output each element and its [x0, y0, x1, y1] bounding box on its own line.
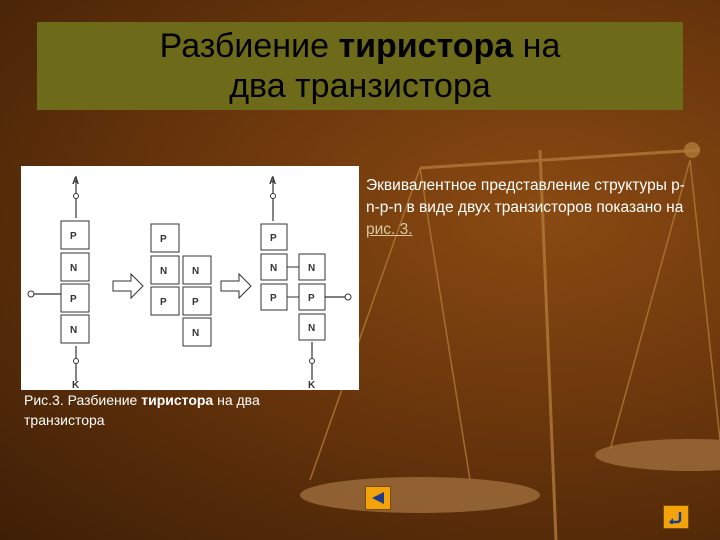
title-line-1: Разбиение тиристора на — [159, 27, 561, 65]
cathode-label-right: K — [308, 380, 316, 390]
cathode-label-left: K — [72, 380, 80, 390]
return-arrow-icon — [669, 512, 682, 524]
title-line-2: два транзистора — [229, 67, 491, 105]
triangle-left-icon — [372, 492, 384, 504]
layer-left-2: N — [70, 263, 77, 274]
return-button[interactable] — [663, 505, 689, 529]
split-structure: P N P N P N — [150, 223, 212, 347]
figure-link[interactable]: рис. 3. — [366, 221, 413, 238]
anode-label-right: A — [269, 176, 276, 187]
layer-right-b-1: N — [308, 263, 315, 274]
layer-mid-b-1: N — [192, 266, 199, 277]
layer-mid-a-2: N — [160, 266, 167, 277]
layer-right-b-2: P — [308, 293, 315, 304]
layer-right-a-1: P — [270, 233, 277, 244]
layer-right-a-2: N — [270, 263, 277, 274]
layer-mid-a-1: P — [160, 234, 167, 245]
title-banner: Разбиение тиристора на два транзистора — [37, 22, 683, 110]
prev-slide-button[interactable] — [365, 486, 391, 510]
layer-left-4: N — [70, 325, 77, 336]
layer-left-3: P — [70, 294, 77, 305]
description-text: Эквивалентное представление структуры p-… — [366, 177, 685, 238]
layer-mid-b-3: N — [192, 328, 199, 339]
figure-caption: Рис.3. Разбиение тиристора на два транзи… — [24, 392, 260, 428]
layer-mid-a-3: P — [160, 297, 167, 308]
layer-right-a-3: P — [270, 293, 277, 304]
anode-label-left: A — [72, 176, 79, 187]
layer-mid-b-2: P — [192, 297, 199, 308]
two-transistor-structure: A P N P N P N K — [260, 176, 352, 390]
thyristor-diagram: A P N P N K P N P N — [21, 166, 359, 390]
four-layer-structure: A P N P N K — [27, 176, 90, 390]
layer-left-1: P — [70, 231, 77, 242]
layer-right-a-4: N — [308, 323, 315, 334]
